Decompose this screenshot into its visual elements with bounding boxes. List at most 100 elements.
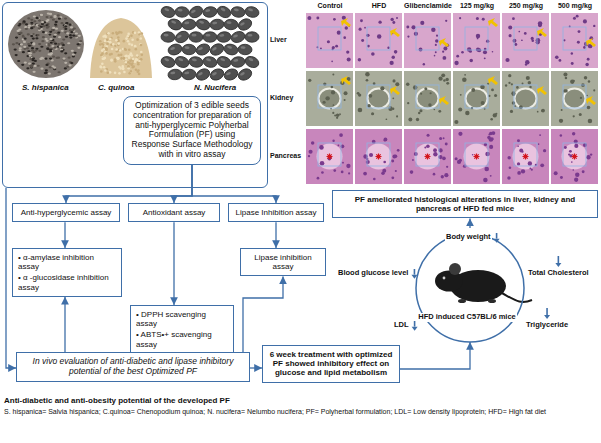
- chia-seed: [62, 39, 65, 41]
- chia-seed: [30, 22, 33, 24]
- quinoa-seed: [137, 69, 140, 72]
- nucleus: [572, 169, 574, 171]
- node-text: In vivo evaluation of anti-diabetic and …: [22, 357, 244, 377]
- nucleus: [539, 134, 541, 136]
- nucleus: [587, 106, 591, 110]
- lotus-seed: [230, 30, 247, 45]
- nucleus: [394, 50, 398, 54]
- chia-seed: [42, 25, 45, 27]
- chia-seed: [40, 68, 43, 70]
- chia-seed: [49, 31, 52, 33]
- lotus-seed: [236, 17, 253, 33]
- quinoa-seed: [125, 61, 128, 64]
- chia-seed: [53, 15, 56, 17]
- chia-seed: [21, 64, 24, 66]
- lotus-seed: [208, 67, 225, 82]
- tissue-image: [453, 13, 500, 68]
- nucleus: [439, 137, 442, 140]
- nucleus: [357, 92, 360, 95]
- inset-frame: [318, 143, 341, 166]
- nucleus: [424, 87, 427, 90]
- nucleus: [320, 161, 325, 166]
- lotus-seed-shine: [220, 7, 226, 12]
- nucleus: [467, 47, 471, 51]
- nucleus: [509, 166, 512, 169]
- node-text: 6 week treatment with optimized PF showe…: [268, 350, 394, 378]
- nucleus: [442, 156, 446, 160]
- chia-seed: [42, 36, 45, 38]
- quinoa-seed: [127, 65, 130, 68]
- nucleus: [458, 107, 462, 111]
- tissue-image: [453, 129, 500, 184]
- nucleus: [509, 34, 512, 37]
- quinoa-seed: [109, 38, 112, 41]
- nucleus: [365, 72, 369, 76]
- lotus-seed-shine: [198, 72, 204, 77]
- nucleus: [396, 115, 398, 117]
- nucleus: [377, 34, 381, 38]
- nucleus: [331, 61, 333, 63]
- lotus-seed-body: [236, 17, 253, 33]
- quinoa-seed: [101, 49, 104, 52]
- nucleus: [531, 39, 534, 42]
- lotus-seed-shine: [178, 9, 183, 12]
- chia-seed: [33, 65, 36, 67]
- lotus-seed-body: [174, 55, 191, 70]
- nucleus: [554, 171, 558, 175]
- nucleus: [481, 101, 485, 105]
- nucleus: [388, 107, 392, 111]
- nucleus: [517, 162, 520, 165]
- chia-seed: [14, 48, 17, 50]
- quinoa-seed: [140, 44, 143, 47]
- nucleus: [438, 77, 442, 81]
- text-holder: N. Nucifera: [193, 83, 237, 92]
- quinoa-seed: [117, 42, 120, 45]
- inset-frame: [416, 143, 439, 166]
- quinoa-seed: [138, 73, 141, 76]
- pointer-arrow: [537, 86, 547, 95]
- node-text: LDL: [393, 321, 410, 330]
- nucleus: [378, 20, 381, 23]
- chia-seed: [33, 15, 36, 17]
- quinoa-seed: [132, 58, 135, 61]
- lotus-seed: [209, 18, 224, 30]
- quinoa-seed: [138, 60, 141, 63]
- label-holder: Liver: [270, 36, 287, 44]
- chia-seed: [53, 46, 56, 48]
- chia-seed: [17, 30, 20, 32]
- nucleus: [480, 85, 485, 90]
- lotus-seed-shine: [184, 71, 189, 74]
- nucleus: [582, 170, 585, 173]
- nucleus: [472, 154, 474, 156]
- nucleus: [384, 138, 388, 142]
- nucleus: [433, 152, 437, 156]
- chia-seed: [23, 38, 26, 40]
- nucleus: [574, 178, 578, 182]
- cycle-circle: Body weightTotal CholesterolTriglyceride…: [335, 228, 599, 342]
- nucleus: [570, 80, 574, 84]
- nucleus: [593, 89, 595, 91]
- nucleus: [407, 35, 409, 37]
- quinoa-seed: [114, 44, 117, 47]
- lotus-seed: [161, 31, 176, 42]
- islet-star: [572, 154, 578, 160]
- tissue-image: [551, 71, 598, 126]
- nucleus: [308, 79, 311, 82]
- tissue-image: [404, 71, 451, 126]
- row-label: Pancreas: [270, 152, 301, 160]
- lotus-seed-shine: [170, 46, 176, 50]
- nucleus: [538, 143, 540, 145]
- nucleus: [513, 39, 517, 43]
- nucleus: [588, 80, 590, 82]
- nucleus: [528, 81, 531, 84]
- quinoa-seed: [129, 59, 132, 62]
- lotus-seed-body: [189, 32, 203, 43]
- chia-seed: [44, 58, 47, 60]
- quinoa-seed: [134, 45, 137, 48]
- chia-seed: [28, 63, 31, 65]
- chia-seed: [26, 67, 29, 69]
- nucleus: [586, 155, 590, 159]
- lotus-seed-shine: [248, 8, 253, 12]
- nucleus: [433, 173, 436, 176]
- nucleus: [446, 82, 449, 85]
